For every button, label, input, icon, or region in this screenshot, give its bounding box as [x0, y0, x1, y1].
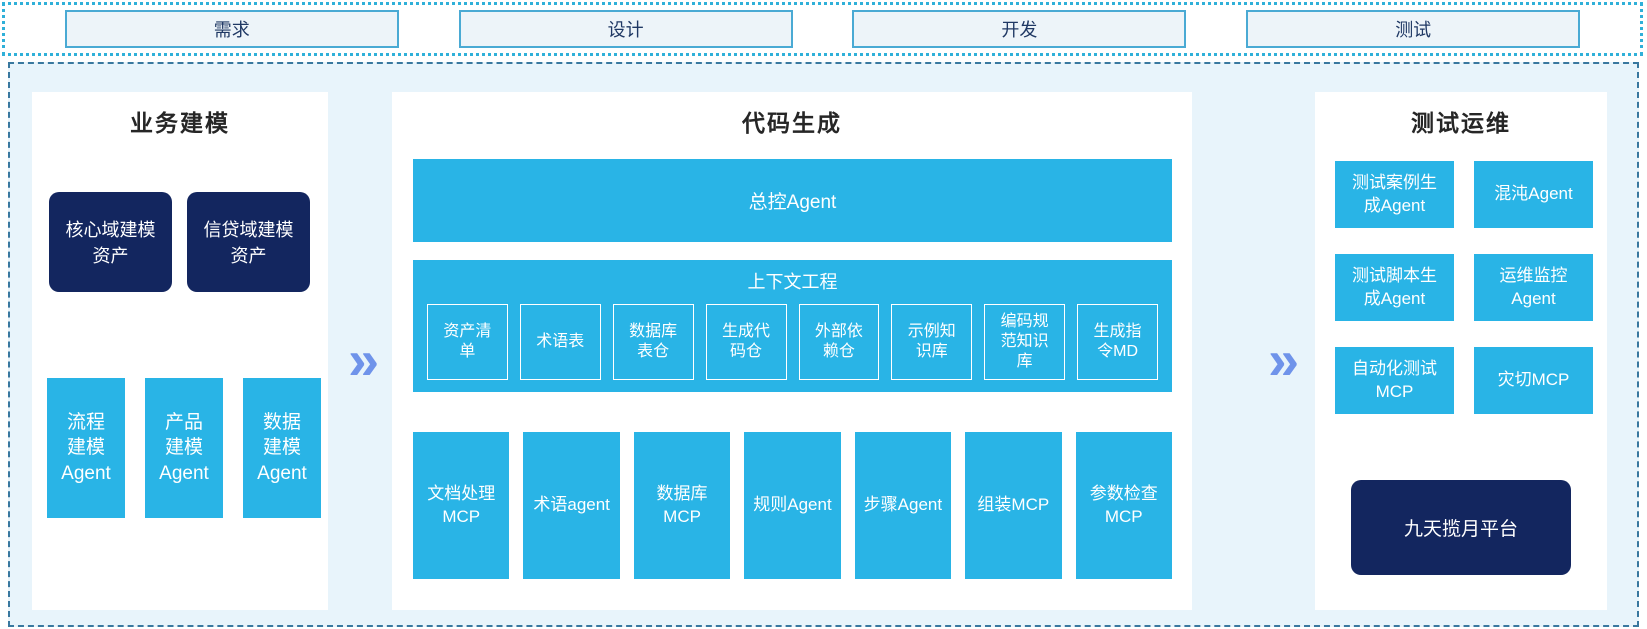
phase-label: 需求	[213, 20, 250, 40]
box-process-modeling-agent: 流程 建模 Agent	[47, 378, 125, 518]
box-chaos-agent: 混沌Agent	[1474, 161, 1593, 228]
panel-title-code-generation: 代码生成	[742, 110, 842, 136]
box-jiutian-lanyue-platform: 九天揽月平台	[1351, 480, 1571, 575]
box-credit-domain-assets: 信贷域建模 资产	[187, 192, 310, 292]
phase-box-development: 开发	[852, 10, 1187, 48]
box-rule-agent: 规则Agent	[744, 432, 841, 579]
panel-code-generation: 代码生成 总控Agent 上下文工程 资产清 单 术语表 数据库 表仓 生成代 …	[392, 92, 1192, 610]
phase-label: 设计	[607, 20, 644, 40]
phase-box-requirements: 需求	[64, 10, 399, 48]
box-automated-test-mcp: 自动化测试 MCP	[1335, 347, 1454, 414]
panel-test-ops: 测试运维 测试案例生 成Agent 混沌Agent 测试脚本生 成Agent 运…	[1315, 92, 1607, 610]
box-test-script-generation-agent: 测试脚本生 成Agent	[1335, 254, 1454, 321]
box-disaster-switch-mcp: 灾切MCP	[1474, 347, 1593, 414]
phase-box-testing: 测试	[1246, 10, 1581, 48]
box-test-case-generation-agent: 测试案例生 成Agent	[1335, 161, 1454, 228]
box-external-dependency-repo: 外部依 赖仓	[798, 304, 880, 380]
box-parameter-check-mcp: 参数检查 MCP	[1075, 432, 1172, 579]
box-data-modeling-agent: 数据 建模 Agent	[243, 378, 321, 518]
phase-strip: 需求 设计 开发 测试	[2, 2, 1643, 56]
flow-arrow-icon: »	[348, 328, 380, 391]
context-engineering-title: 上下文工程	[747, 272, 838, 292]
flow-arrow-icon: »	[1268, 328, 1300, 391]
context-engineering-group: 上下文工程 资产清 单 术语表 数据库 表仓 生成代 码仓 外部依 赖仓 示例知…	[413, 260, 1172, 392]
context-engineering-row: 资产清 单 术语表 数据库 表仓 生成代 码仓 外部依 赖仓 示例知 识库 编码…	[427, 304, 1158, 380]
mcp-agent-row: 文档处理 MCP 术语agent 数据库 MCP 规则Agent 步骤Agent…	[413, 432, 1172, 579]
test-ops-grid: 测试案例生 成Agent 混沌Agent 测试脚本生 成Agent 运维监控 A…	[1335, 161, 1593, 414]
panel-title-business-modeling: 业务建模	[130, 110, 230, 136]
box-glossary-agent: 术语agent	[523, 432, 620, 579]
box-core-domain-assets: 核心域建模 资产	[49, 192, 172, 292]
box-generated-code-repo: 生成代 码仓	[705, 304, 787, 380]
box-generation-instruction-md: 生成指 令MD	[1077, 304, 1158, 380]
box-asset-inventory: 资产清 单	[427, 304, 508, 380]
phase-label: 开发	[1001, 20, 1038, 40]
panel-business-modeling: 业务建模 核心域建模 资产 信贷域建模 资产 流程 建模 Agent 产品 建模…	[32, 92, 328, 610]
box-database-table-repo: 数据库 表仓	[612, 304, 694, 380]
panel-title-test-ops: 测试运维	[1411, 110, 1511, 136]
box-step-agent: 步骤Agent	[854, 432, 952, 579]
box-example-knowledge-base: 示例知 识库	[891, 304, 973, 380]
box-assembly-mcp: 组装MCP	[965, 432, 1062, 579]
box-database-mcp: 数据库 MCP	[633, 432, 731, 579]
phase-box-design: 设计	[458, 10, 793, 48]
box-document-processing-mcp: 文档处理 MCP	[413, 432, 510, 579]
box-product-modeling-agent: 产品 建模 Agent	[145, 378, 223, 518]
main-container: 业务建模 核心域建模 资产 信贷域建模 资产 流程 建模 Agent 产品 建模…	[8, 62, 1639, 627]
box-ops-monitoring-agent: 运维监控 Agent	[1474, 254, 1593, 321]
box-coding-standard-knowledge-base: 编码规 范知识 库	[984, 304, 1066, 380]
box-glossary: 术语表	[519, 304, 601, 380]
phase-label: 测试	[1395, 20, 1432, 40]
box-master-agent: 总控Agent	[413, 159, 1172, 242]
